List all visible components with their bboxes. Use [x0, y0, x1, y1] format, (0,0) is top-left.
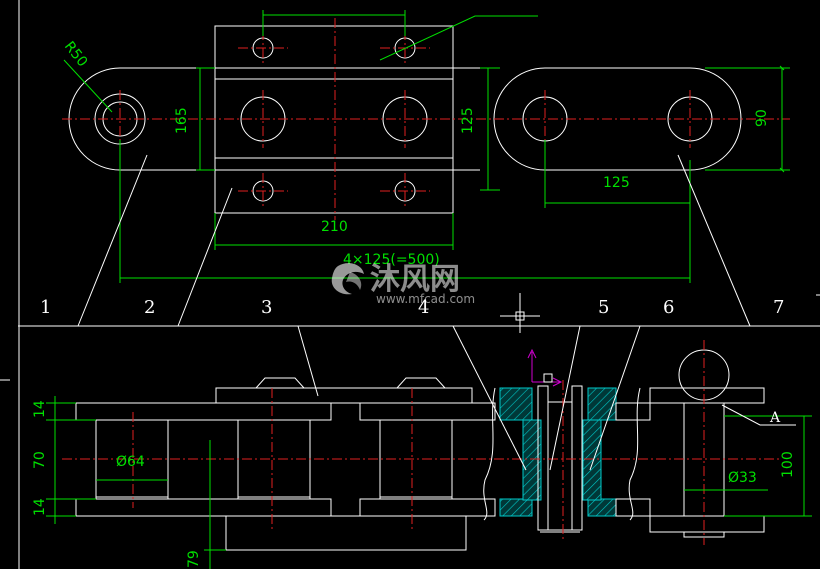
dim-d64: Ø64	[116, 454, 145, 470]
dim-14-top: 14	[32, 400, 48, 418]
part-label-7: 7	[773, 297, 784, 318]
dim-70: 70	[32, 451, 48, 469]
plan-dimensions: R50 165 210 4×125(=500)	[61, 10, 790, 283]
dim-210: 210	[321, 219, 348, 235]
dim-14-bottom: 14	[32, 498, 48, 516]
watermark: 沐风网 www.mfcad.com	[331, 262, 475, 306]
dim-d33: Ø33	[728, 470, 757, 486]
plan-centerlines	[62, 18, 790, 220]
plan-view: R50 165 210 4×125(=500)	[61, 10, 790, 283]
watermark-cn: 沐风网	[370, 262, 460, 297]
dim-r50: R50	[61, 39, 91, 71]
part-label-5: 5	[598, 297, 609, 318]
crosshair-icon	[500, 293, 540, 333]
front-view: 14 70 14 Ø64 79 Ø33 100 A	[32, 293, 812, 569]
part-label-1: 1	[40, 297, 51, 318]
part-callouts: 1 2 3 4 5 6 7	[18, 154, 808, 471]
dim-165: 165	[174, 107, 190, 134]
dim-100: 100	[780, 451, 796, 478]
dim-125-vertical: 125	[460, 107, 476, 134]
part-label-4: 4	[418, 297, 429, 318]
part-label-6: 6	[663, 297, 674, 318]
dim-79: 79	[186, 550, 202, 568]
dim-pitch-total: 4×125(=500)	[343, 252, 440, 268]
ucs-icon	[527, 348, 563, 387]
dim-90: 90	[754, 109, 770, 127]
dim-125-pitch: 125	[603, 175, 630, 191]
front-dimensions: 14 70 14 Ø64 79 Ø33 100	[32, 396, 812, 569]
part-label-3: 3	[261, 297, 272, 318]
view-label-a: A	[769, 410, 781, 426]
mfcad-logo-icon	[331, 263, 364, 295]
watermark-url: www.mfcad.com	[376, 292, 475, 306]
part-label-2: 2	[144, 297, 155, 318]
